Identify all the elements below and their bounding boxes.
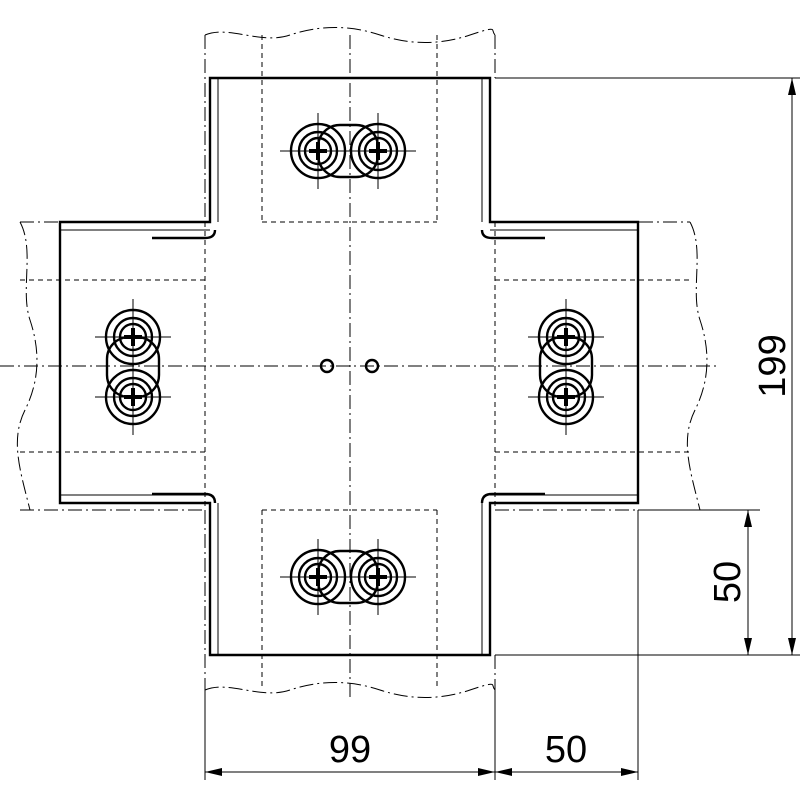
center-holes	[319, 358, 380, 374]
dimension-label-99: 99	[329, 729, 371, 771]
hidden-lines	[20, 35, 690, 690]
dimension-99: 99	[204, 690, 496, 780]
bottom-wavy-break	[204, 682, 496, 698]
screw-pair-bottom	[278, 537, 418, 617]
right-wavy-break	[686, 221, 708, 511]
dimension-label-50-horizontal: 50	[545, 729, 587, 771]
cross-body-outline	[58, 76, 640, 657]
top-wavy-break	[204, 27, 496, 43]
screw-pair-left	[93, 297, 173, 437]
dimension-label-50-vertical: 50	[707, 561, 749, 603]
screw-pair-top	[278, 111, 418, 191]
dimension-199: 199	[495, 77, 800, 656]
center-lines	[0, 35, 720, 700]
dimension-50-vertical: 50	[638, 509, 760, 655]
left-wavy-break	[16, 221, 38, 511]
dimension-50-horizontal: 50	[495, 510, 639, 780]
dimension-label-199: 199	[752, 334, 794, 397]
screw-pair-right	[526, 297, 606, 437]
